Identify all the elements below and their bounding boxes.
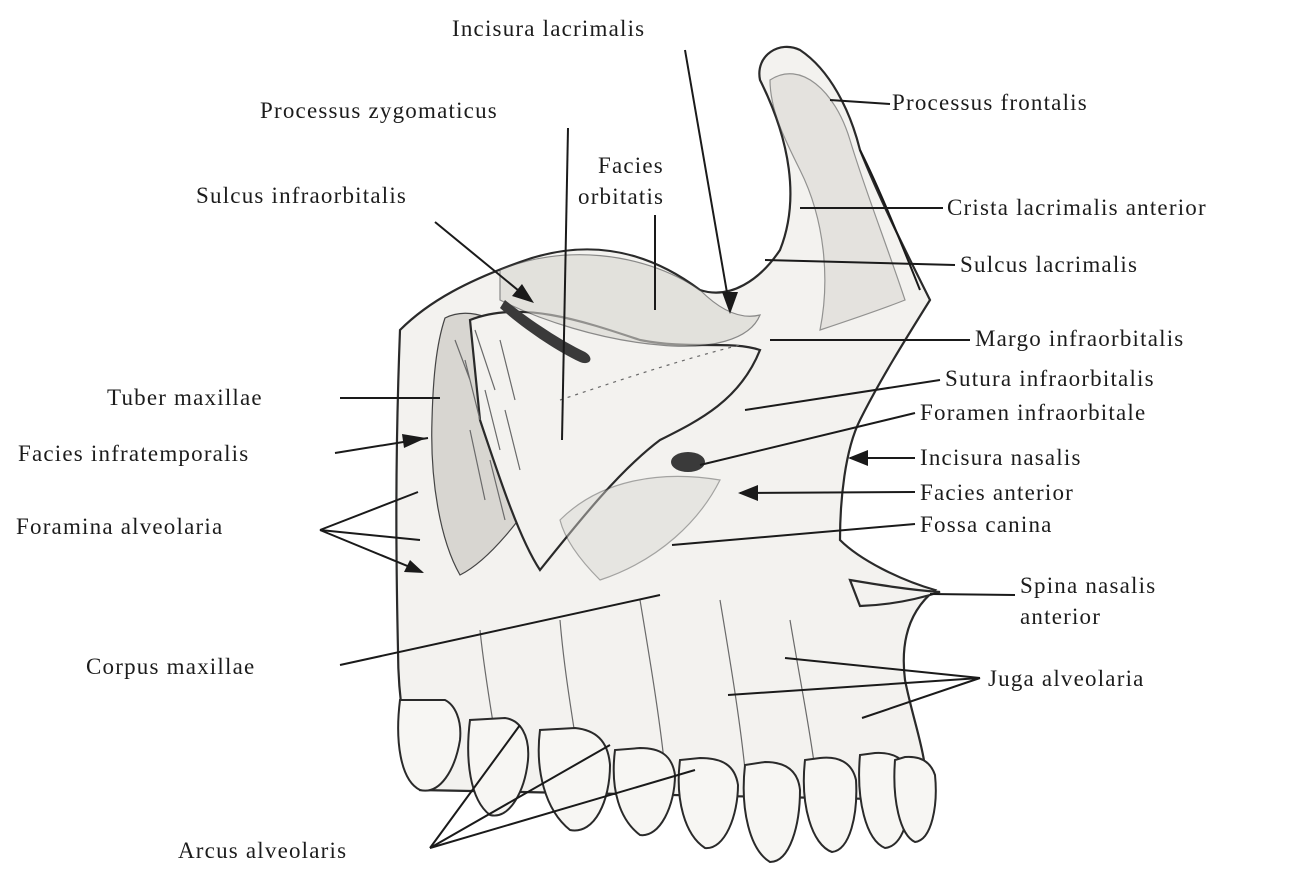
label-tuber-maxillae: Tuber maxillae: [107, 385, 263, 410]
label-spina-nasalis-line2: anterior: [1020, 604, 1101, 629]
label-corpus-maxillae: Corpus maxillae: [86, 654, 255, 679]
label-incisura-lacrimalis: Incisura lacrimalis: [452, 16, 645, 41]
arrow-incisura-nasalis: [848, 450, 868, 466]
label-facies-orbitalis-line1: Facies: [598, 153, 664, 178]
label-fossa-canina: Fossa canina: [920, 512, 1053, 537]
label-processus-zygomaticus: Processus zygomaticus: [260, 98, 498, 123]
label-margo-infraorbitalis: Margo infraorbitalis: [975, 326, 1184, 351]
tooth-canine: [744, 762, 800, 862]
label-incisura-nasalis: Incisura nasalis: [920, 445, 1082, 470]
label-facies-orbitalis-line2: orbitatis: [578, 184, 664, 209]
tooth-molar-2: [468, 718, 528, 816]
leader-spina-nasalis: [930, 594, 1015, 595]
label-spina-nasalis-line1: Spina nasalis: [1020, 573, 1156, 598]
label-sutura-infraorbitalis: Sutura infraorbitalis: [945, 366, 1155, 391]
label-sulcus-lacrimalis: Sulcus lacrimalis: [960, 252, 1138, 277]
label-foramina-alveolaria: Foramina alveolaria: [16, 514, 223, 539]
leader-incisura-lacrimalis: [685, 50, 730, 310]
leader-facies-anterior: [740, 492, 915, 493]
foramen-infraorbitale-hole: [671, 452, 705, 472]
label-sulcus-infraorbitalis: Sulcus infraorbitalis: [196, 183, 407, 208]
label-juga-alveolaria: Juga alveolaria: [988, 666, 1145, 691]
label-facies-anterior: Facies anterior: [920, 480, 1074, 505]
label-crista-lacrimalis-anterior: Crista lacrimalis anterior: [947, 195, 1207, 220]
label-foramen-infraorbitale: Foramen infraorbitale: [920, 400, 1146, 425]
label-processus-frontalis: Processus frontalis: [892, 90, 1088, 115]
label-arcus-alveolaris: Arcus alveolaris: [178, 838, 347, 863]
tooth-incisor-1: [804, 758, 856, 852]
label-facies-infratemporalis: Facies infratemporalis: [18, 441, 249, 466]
